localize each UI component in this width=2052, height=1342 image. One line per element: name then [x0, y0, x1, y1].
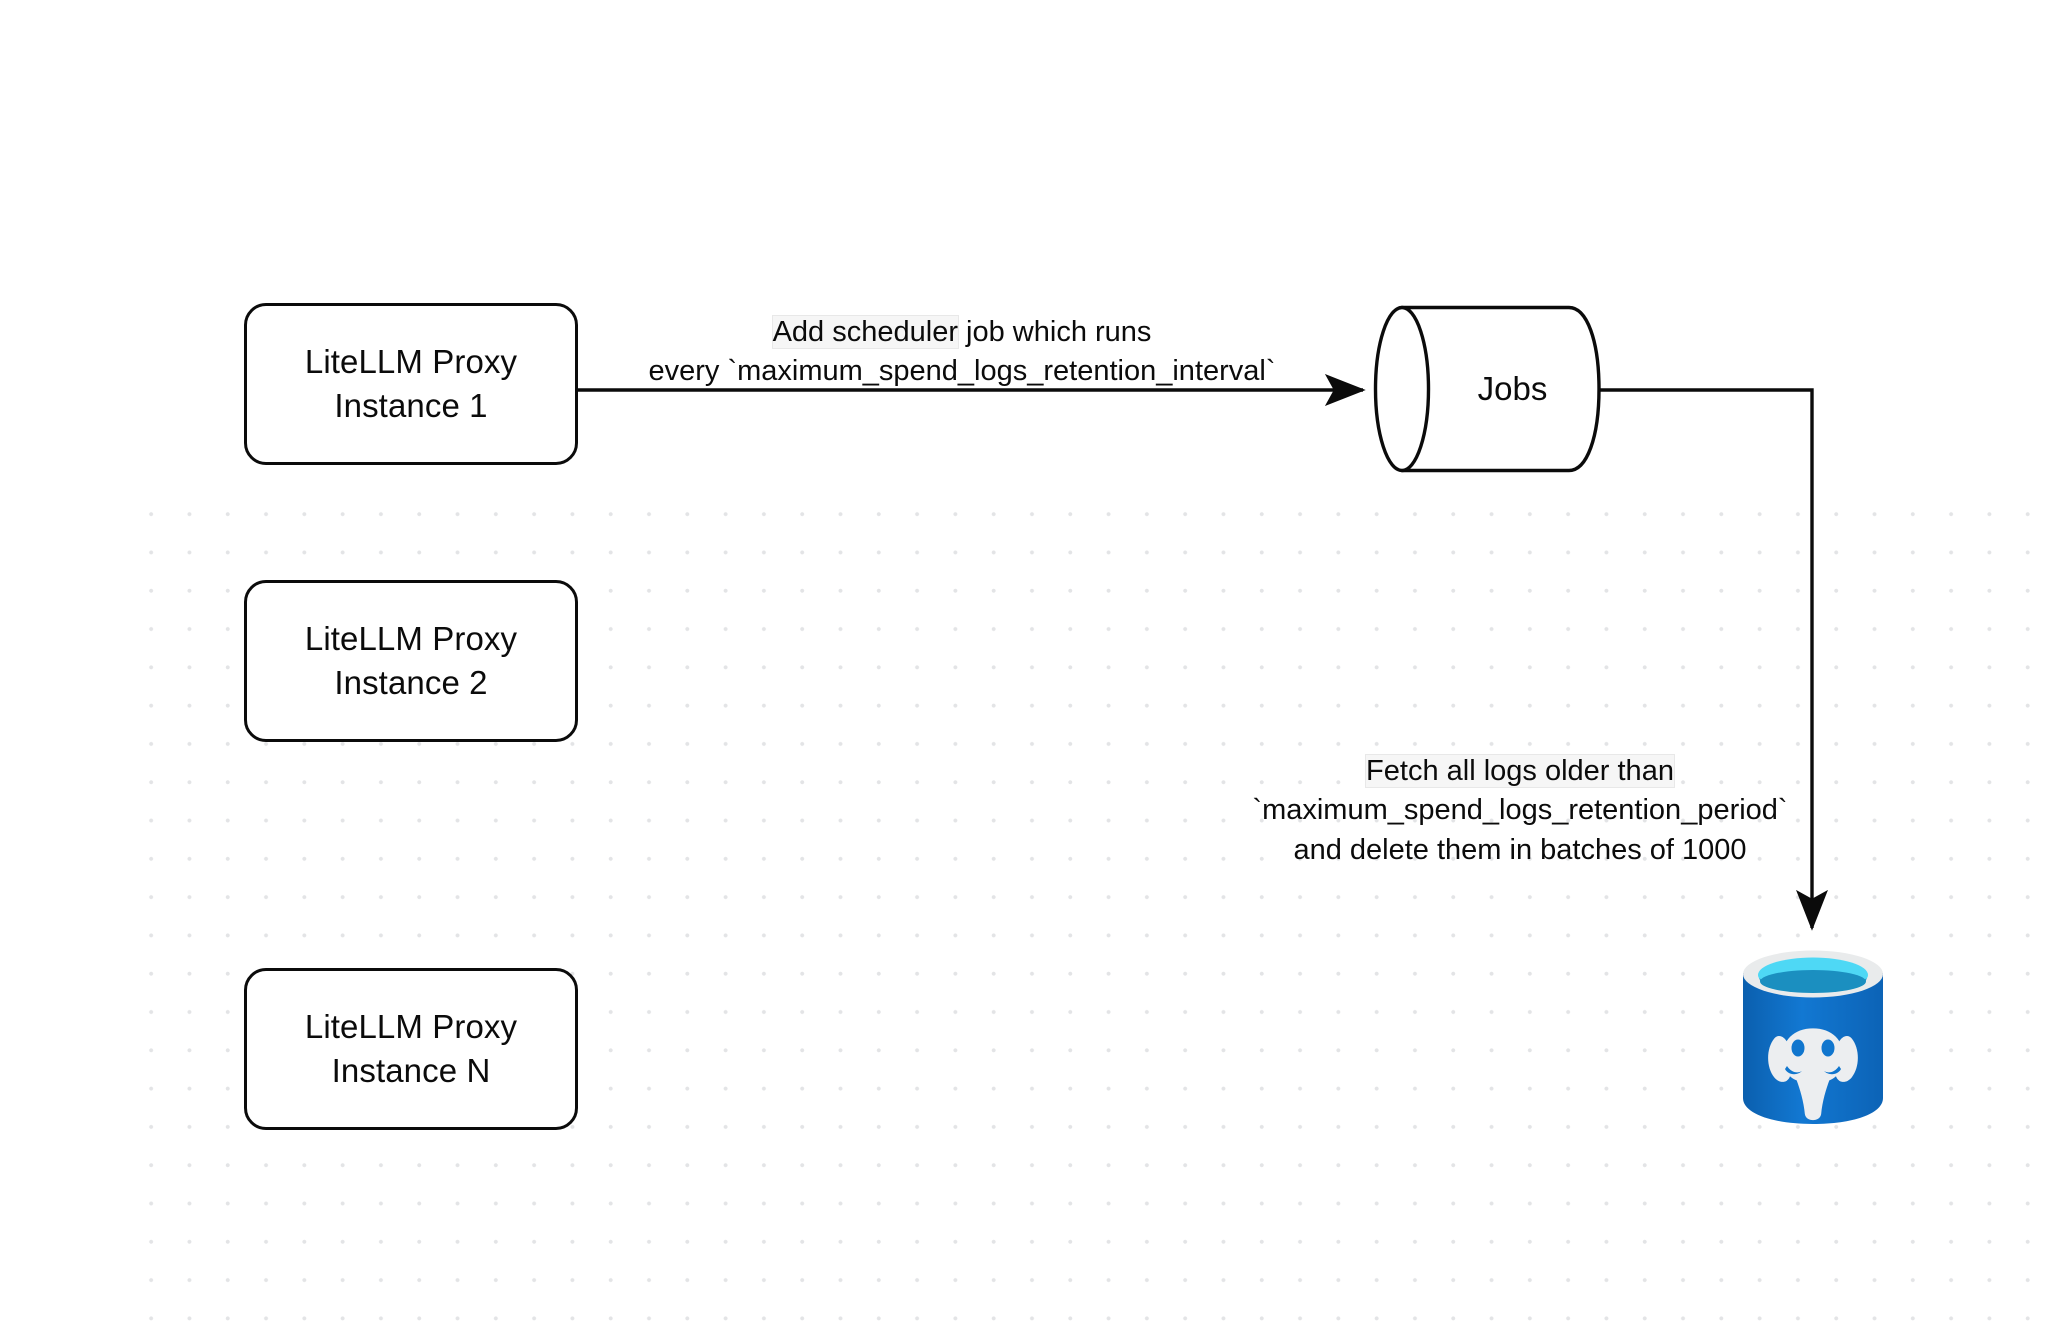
node-proxy-instance-n[interactable]: LiteLLM Proxy Instance N [244, 968, 578, 1130]
edge-label-scheduler-line1-highlight: Add scheduler [772, 316, 958, 348]
edge-label-scheduler-line1: Add scheduler job which runs [612, 313, 1312, 352]
edge-delete-line [1598, 388, 1828, 931]
edge-label-delete-line3: and delete them in batches of 1000 [1293, 833, 1747, 866]
node-proxy-2-line1: LiteLLM Proxy [304, 620, 518, 658]
node-proxy-n-line2: Instance N [331, 1052, 491, 1089]
edge-label-delete-line1: Fetch all logs older than [1240, 752, 1800, 791]
edge-label-delete-line2: `maximum_spend_logs_retention_period` [1252, 794, 1788, 827]
node-proxy-2-line2: Instance 2 [334, 664, 488, 701]
edge-label-scheduler-line1-rest: job which runs [957, 316, 1152, 348]
node-proxy-n-line1: LiteLLM Proxy [304, 1008, 518, 1046]
node-proxy-1-line1: LiteLLM Proxy [304, 343, 518, 381]
node-jobs-cylinder[interactable]: Jobs [1363, 300, 1608, 478]
postgresql-database-icon [1743, 950, 1883, 1124]
edge-label-scheduler-line2: every `maximum_spend_logs_retention_inte… [648, 355, 1276, 388]
jobs-cylinder-shape [1373, 305, 1601, 473]
node-proxy-instance-2[interactable]: LiteLLM Proxy Instance 2 [244, 580, 578, 742]
edge-label-delete: Fetch all logs older than `maximum_spend… [1240, 752, 1800, 870]
edge-label-delete-line1-highlight: Fetch all logs older than [1366, 755, 1674, 787]
node-proxy-instance-1[interactable]: LiteLLM Proxy Instance 1 [244, 303, 578, 465]
node-jobs-label: Jobs [1477, 370, 1548, 407]
node-proxy-1-line2: Instance 1 [334, 387, 488, 424]
edge-label-scheduler: Add scheduler job which runs every `maxi… [612, 313, 1312, 392]
node-postgres-database[interactable] [1740, 948, 1886, 1128]
